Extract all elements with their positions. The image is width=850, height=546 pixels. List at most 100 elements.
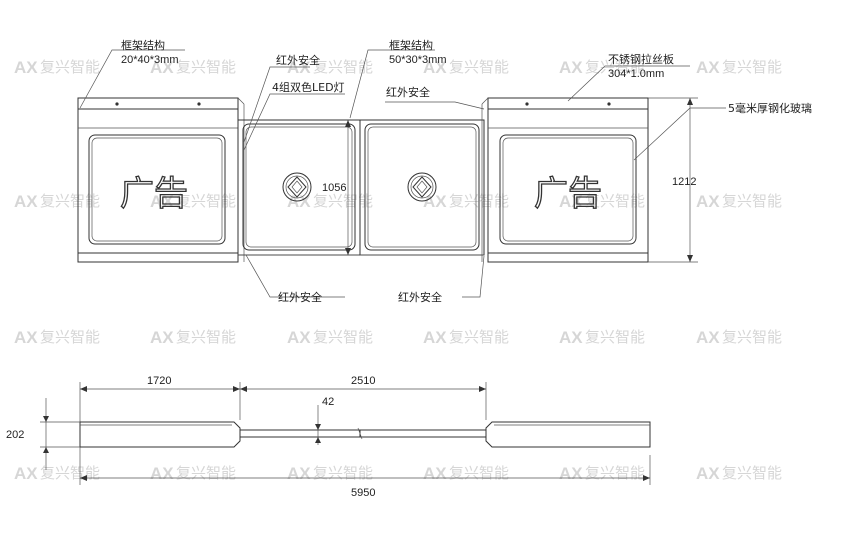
svg-text:复兴智能: 复兴智能 <box>313 464 373 482</box>
svg-text:复兴智能: 复兴智能 <box>176 464 236 482</box>
svg-text:复兴智能: 复兴智能 <box>176 328 236 346</box>
svg-text:AX: AX <box>287 192 311 211</box>
svg-text:复兴智能: 复兴智能 <box>585 58 645 76</box>
svg-text:AX: AX <box>287 328 311 347</box>
svg-text:AX: AX <box>287 58 311 77</box>
svg-text:1056: 1056 <box>322 182 346 194</box>
callout-leaders <box>79 49 726 298</box>
callout-glass: 5毫米厚钢化玻璃 <box>728 101 812 115</box>
callout-ir-bottom-left: 红外安全 <box>278 290 322 304</box>
callout-frame-mid-title: 框架结构 <box>389 38 433 52</box>
dimension-2510: 2510 <box>240 375 486 392</box>
svg-text:AX: AX <box>696 192 720 211</box>
svg-text:1212: 1212 <box>672 176 696 188</box>
gate-leaves-plan <box>239 429 361 438</box>
callout-steel-spec: 304*1.0mm <box>608 68 664 80</box>
svg-text:AX: AX <box>287 464 311 483</box>
svg-text:AX: AX <box>14 464 38 483</box>
svg-text:AX: AX <box>559 464 583 483</box>
svg-text:AX: AX <box>150 58 174 77</box>
svg-text:复兴智能: 复兴智能 <box>722 192 782 210</box>
callout-ir-top-left: 红外安全 <box>276 53 320 67</box>
svg-text:AX: AX <box>559 328 583 347</box>
svg-text:复兴智能: 复兴智能 <box>313 192 373 210</box>
svg-text:AX: AX <box>559 58 583 77</box>
svg-text:复兴智能: 复兴智能 <box>585 192 645 210</box>
svg-text:复兴智能: 复兴智能 <box>449 464 509 482</box>
right-cabinet: 广告 <box>481 97 649 263</box>
dimension-202: 202 <box>6 398 80 470</box>
svg-text:AX: AX <box>150 464 174 483</box>
svg-text:2510: 2510 <box>351 375 375 387</box>
svg-text:复兴智能: 复兴智能 <box>449 58 509 76</box>
svg-text:AX: AX <box>14 58 38 77</box>
top-view: 1720 2510 42 202 <box>6 375 651 499</box>
dimension-1720: 1720 <box>80 375 240 392</box>
svg-text:42: 42 <box>322 396 334 408</box>
svg-text:AX: AX <box>14 328 38 347</box>
dimension-1056: 1056 <box>322 120 351 255</box>
callout-frame-left-spec: 20*40*3mm <box>121 54 178 66</box>
svg-text:AX: AX <box>150 192 174 211</box>
svg-text:AX: AX <box>423 464 447 483</box>
left-cabinet-plan <box>79 421 241 448</box>
callout-frame-mid-spec: 50*30*3mm <box>389 54 446 66</box>
svg-text:AX: AX <box>696 464 720 483</box>
ad-text-right: 广告 <box>534 174 602 214</box>
front-view: 广告 <box>77 38 812 304</box>
svg-text:1720: 1720 <box>147 375 171 387</box>
direction-arrow-icon <box>407 172 437 202</box>
callout-ir-top-right: 红外安全 <box>386 85 430 99</box>
direction-arrow-icon <box>282 172 312 202</box>
svg-text:复兴智能: 复兴智能 <box>722 328 782 346</box>
svg-text:复兴智能: 复兴智能 <box>313 58 373 76</box>
svg-text:复兴智能: 复兴智能 <box>722 464 782 482</box>
svg-text:复兴智能: 复兴智能 <box>722 58 782 76</box>
left-cabinet: 广告 <box>77 97 245 263</box>
svg-text:5950: 5950 <box>351 487 375 499</box>
callout-ir-bottom-right: 红外安全 <box>398 290 442 304</box>
svg-text:AX: AX <box>559 192 583 211</box>
svg-text:AX: AX <box>14 192 38 211</box>
svg-text:202: 202 <box>6 429 24 441</box>
callout-steel-title: 不锈钢拉丝板 <box>608 52 674 66</box>
svg-text:复兴智能: 复兴智能 <box>40 58 100 76</box>
svg-text:AX: AX <box>423 58 447 77</box>
svg-text:复兴智能: 复兴智能 <box>40 464 100 482</box>
svg-text:AX: AX <box>696 58 720 77</box>
dimension-5950: 5950 <box>80 475 650 499</box>
svg-text:复兴智能: 复兴智能 <box>585 464 645 482</box>
svg-text:复兴智能: 复兴智能 <box>40 192 100 210</box>
svg-text:复兴智能: 复兴智能 <box>176 58 236 76</box>
callout-led: 4组双色LED灯 <box>272 80 345 94</box>
svg-text:复兴智能: 复兴智能 <box>176 192 236 210</box>
right-cabinet-plan <box>485 421 651 448</box>
dimension-42: 42 <box>315 396 334 445</box>
svg-text:AX: AX <box>423 328 447 347</box>
svg-text:复兴智能: 复兴智能 <box>449 328 509 346</box>
svg-text:AX: AX <box>150 328 174 347</box>
